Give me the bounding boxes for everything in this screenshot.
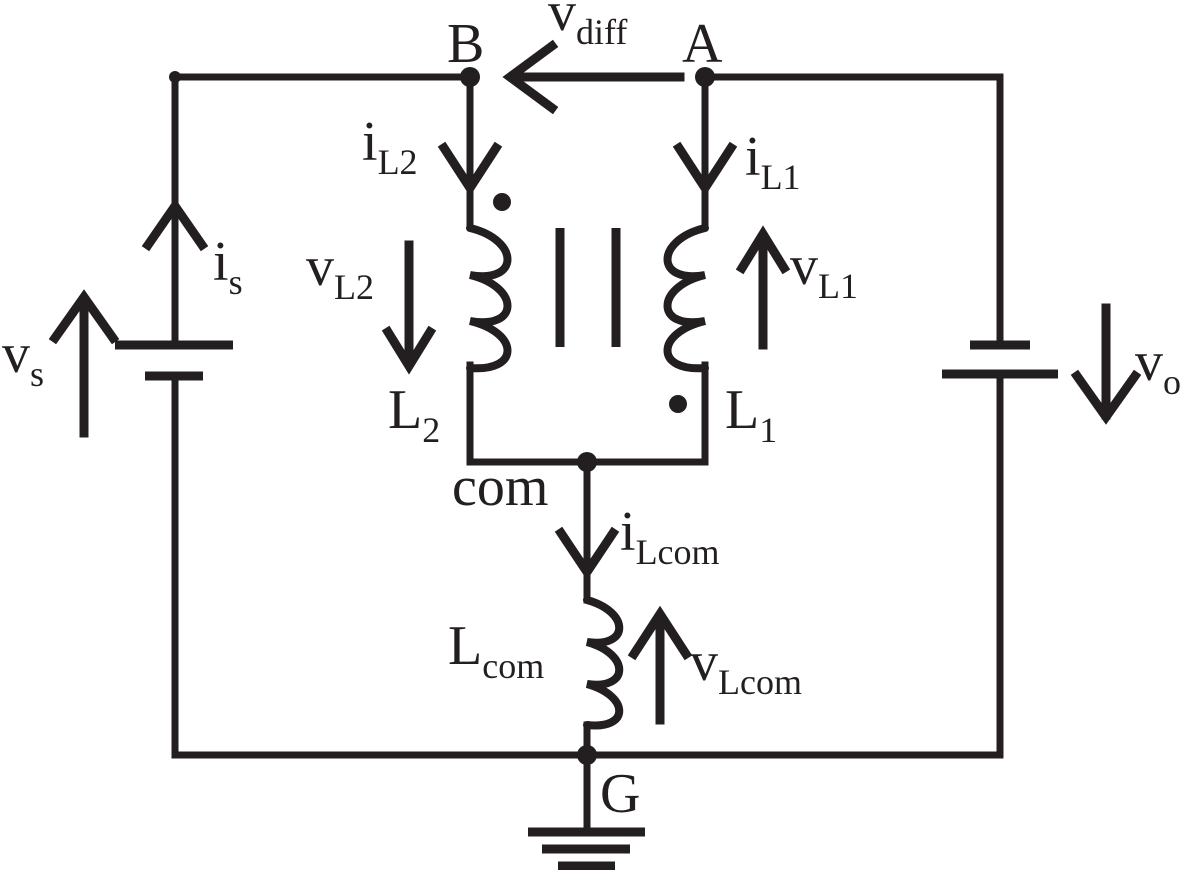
label-lcom: Lcom [448,615,544,686]
label-vo-main: v [1135,331,1163,393]
label-l2-main: L [388,379,422,441]
label-l1-sub: 1 [759,410,777,450]
node-label-com: com [452,456,548,518]
label-il2-sub: L2 [378,142,418,182]
label-il2-main: i [362,111,378,173]
vlcom-arrow [627,605,693,725]
inductor-l2-coil [466,224,512,373]
label-vl1-main: v [790,235,818,297]
label-vo-sub: o [1163,362,1181,402]
source-battery [115,340,233,381]
il1-arrow [672,141,738,197]
label-ilcom-main: i [620,501,636,563]
label-l1: L1 [725,379,777,450]
node-dot-g [577,745,597,765]
label-vlcom: vLcom [690,631,802,702]
label-vs: vs [2,323,44,394]
label-vl2: vL2 [306,236,374,307]
node-dot-com [577,452,597,472]
label-ilcom: iLcom [620,501,720,572]
label-is-main: i [213,231,229,293]
node-dot-a [695,67,715,87]
node-dot-left-corner [169,71,181,83]
polarity-dot-l1 [669,395,687,413]
label-vs-sub: s [30,354,44,394]
label-vdiff: vdiff [548,0,627,52]
vdiff-arrow [502,39,685,115]
label-vdiff-sub: diff [576,12,627,52]
il2-arrow [437,141,503,197]
label-ilcom-sub: Lcom [636,532,720,572]
label-vl2-sub: L2 [334,267,374,307]
node-label-g: G [600,763,640,825]
label-il1: iL1 [745,126,801,197]
node-label-b: B [447,13,484,75]
label-il1-main: i [745,126,761,188]
ilcom-arrow [554,526,620,581]
label-vlcom-sub: Lcom [718,662,802,702]
label-vo: vo [1135,331,1181,402]
inductor-l1-coil [663,224,709,373]
vs-arrow [48,289,120,438]
node-dot-b [460,67,480,87]
label-vs-main: v [2,323,30,385]
inductor-lcom-coil [583,596,624,730]
is-arrow [141,198,209,252]
label-l2: L2 [388,379,440,450]
label-il2: iL2 [362,111,418,182]
ground-symbol [528,827,645,870]
label-l2-sub: 2 [422,410,440,450]
polarity-dot-l2 [493,193,511,211]
label-vlcom-main: v [690,631,718,693]
label-vl2-main: v [306,236,334,298]
vo-arrow [1070,303,1142,425]
label-il1-sub: L1 [761,157,801,197]
vl2-arrow [381,240,437,375]
label-vl1-sub: L1 [818,266,858,306]
node-label-a: A [682,13,723,75]
label-lcom-sub: com [482,646,544,686]
vl1-arrow [735,225,791,350]
output-battery [942,340,1058,379]
label-vl1: vL1 [790,235,858,306]
label-l1-main: L [725,379,759,441]
label-is-sub: s [229,262,243,302]
label-lcom-main: L [448,615,482,677]
label-vdiff-main: v [548,0,576,43]
label-is: is [213,231,243,302]
